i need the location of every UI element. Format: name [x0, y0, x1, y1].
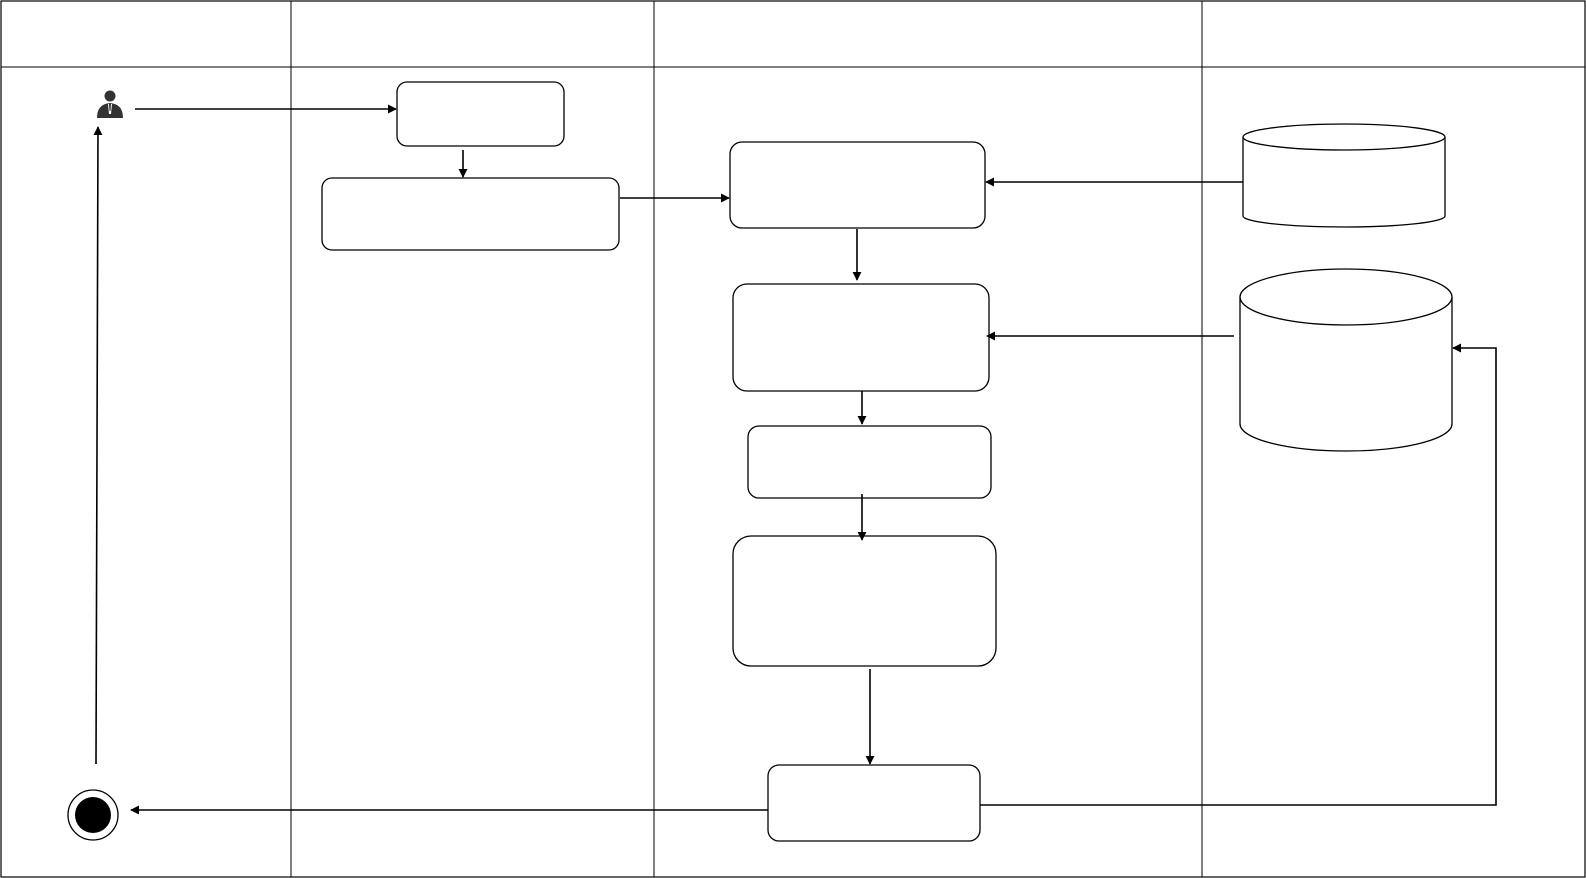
final-state-node [67, 789, 119, 841]
activity-box-g [767, 764, 981, 842]
actor-icon [97, 90, 123, 118]
activity-box-f [732, 535, 997, 667]
arrow-box-g-to-db2 [980, 343, 1497, 806]
activity-box-d [732, 283, 990, 392]
activity-box-a [396, 81, 565, 147]
activity-box-e [747, 425, 992, 499]
arrow-end-to-actor [93, 126, 103, 765]
activity-box-c [729, 141, 986, 229]
database-2 [1239, 268, 1453, 452]
database-1 [1242, 123, 1446, 228]
activity-box-b [321, 177, 620, 251]
